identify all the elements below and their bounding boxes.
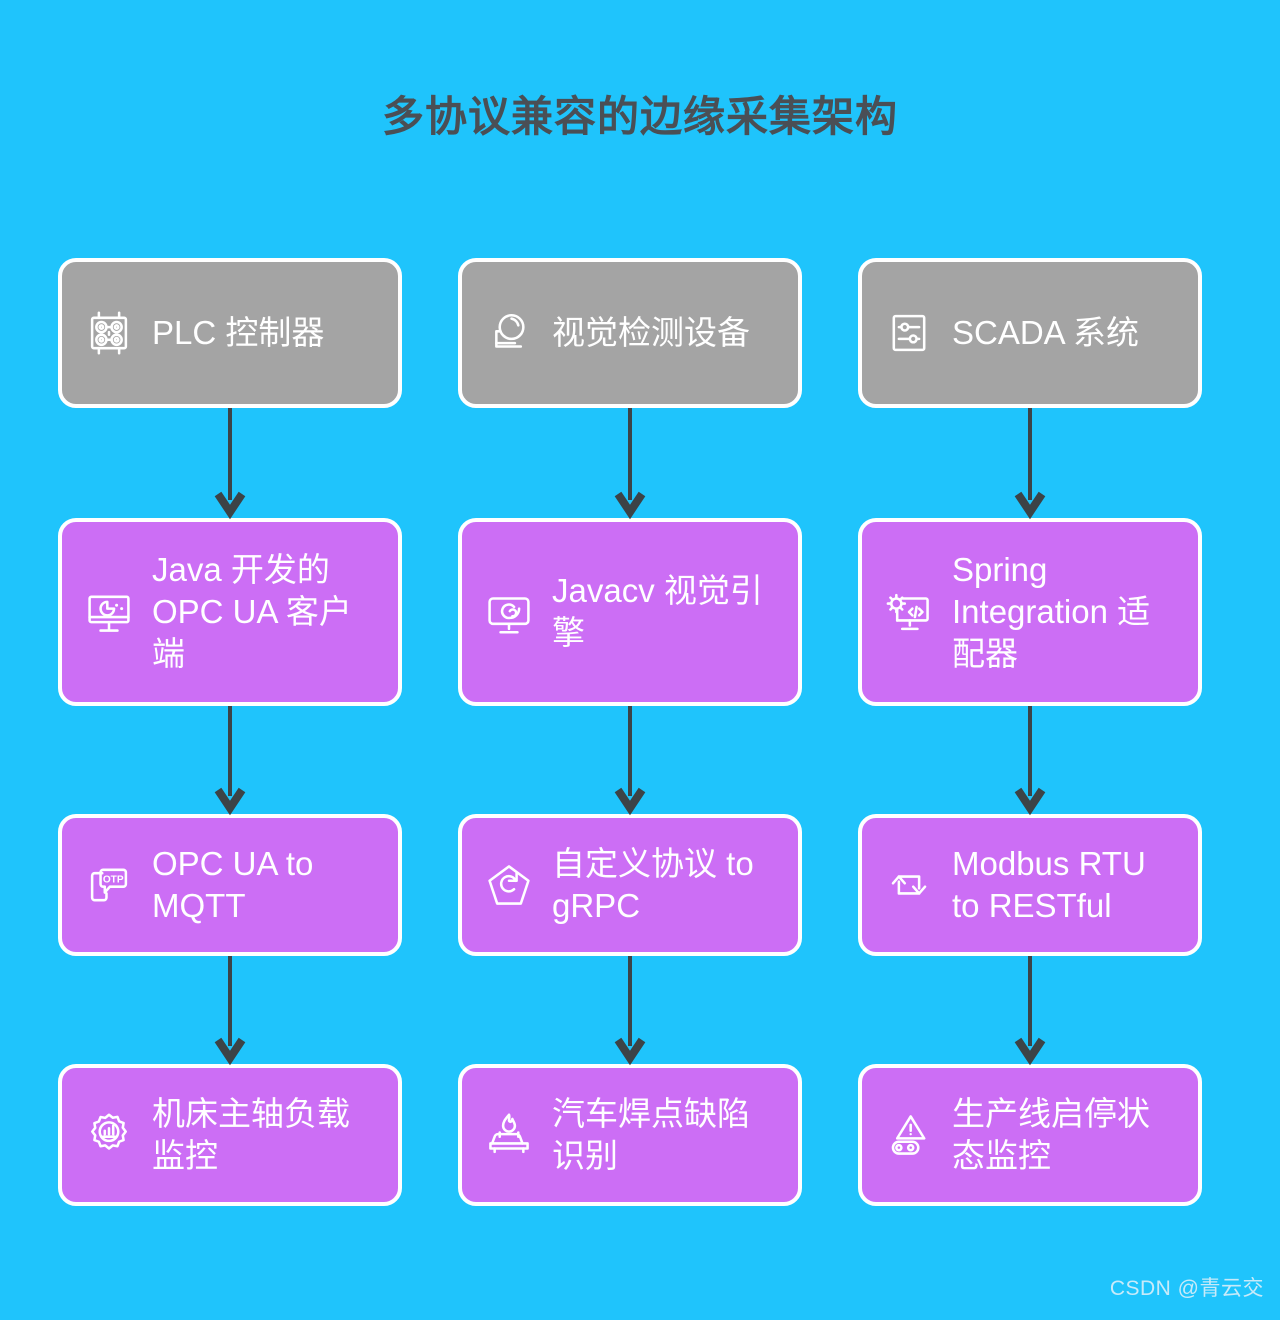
monitor-gear-code-icon (880, 583, 938, 641)
monitor-swirl-icon (480, 583, 538, 641)
node-label: 自定义协议 to gRPC (552, 845, 754, 924)
node-vision-inspection-device[interactable]: 视觉检测设备 (458, 258, 802, 408)
node-label: Javacv 视觉引擎 (552, 572, 763, 651)
connector-grpc-to-weld-defect (458, 956, 802, 1066)
node-label: 视觉检测设备 (552, 313, 750, 351)
plc-circuit-board-icon (80, 304, 138, 362)
phone-otp-message-icon: OTP (80, 856, 138, 914)
node-opcua-to-mqtt[interactable]: OTP OPC UA to MQTT (58, 814, 402, 956)
exchange-arrows-icon (880, 856, 938, 914)
node-label: SCADA 系统 (952, 313, 1140, 351)
node-modbus-rtu-to-restful[interactable]: Modbus RTU to RESTful (858, 814, 1202, 956)
node-plc-controller[interactable]: PLC 控制器 (58, 258, 402, 408)
connector-javacv-to-grpc (458, 706, 802, 816)
sliders-panel-icon (880, 304, 938, 362)
car-flame-icon (480, 1106, 538, 1164)
node-production-line-status-monitoring[interactable]: 生产线启停状态监控 (858, 1064, 1202, 1206)
node-javacv-vision-engine[interactable]: Javacv 视觉引擎 (458, 518, 802, 706)
csdn-watermark: CSDN @青云交 (1109, 1277, 1264, 1300)
node-java-opcua-client[interactable]: Java 开发的 OPC UA 客户端 (58, 518, 402, 706)
node-spindle-load-monitoring[interactable]: 机床主轴负载监控 (58, 1064, 402, 1206)
node-spring-integration-adapter[interactable]: Spring Integration 适配器 (858, 518, 1202, 706)
connector-scada-to-spring (858, 408, 1202, 520)
node-label: Spring Integration 适配器 (952, 551, 1151, 672)
flowchart-grid: PLC 控制器 视觉检测设备 (58, 258, 1222, 1206)
node-label: Modbus RTU to RESTful (952, 845, 1146, 924)
node-label: 机床主轴负载监控 (152, 1095, 350, 1174)
connector-spring-to-modbus (858, 706, 1202, 816)
connector-vision-to-javacv (458, 408, 802, 520)
camera-inspection-icon (480, 304, 538, 362)
page-title: 多协议兼容的边缘采集架构 (381, 93, 898, 140)
node-label: 生产线启停状态监控 (952, 1095, 1150, 1174)
connector-plc-to-opcua-client (58, 408, 402, 520)
gear-barchart-icon (80, 1106, 138, 1164)
pentagon-refresh-icon (480, 856, 538, 914)
node-label: OPC UA to MQTT (152, 845, 314, 924)
monitor-pie-icon (80, 583, 138, 641)
warning-conveyor-icon (880, 1106, 938, 1164)
connector-restful-to-line-status (858, 956, 1202, 1066)
node-custom-protocol-to-grpc[interactable]: 自定义协议 to gRPC (458, 814, 802, 956)
node-scada-system[interactable]: SCADA 系统 (858, 258, 1202, 408)
connector-mqtt-to-spindle-monitor (58, 956, 402, 1066)
svg-text:OTP: OTP (103, 874, 124, 885)
connector-opcua-client-to-mqtt (58, 706, 402, 816)
node-label: 汽车焊点缺陷识别 (552, 1095, 750, 1174)
node-auto-weld-defect-detection[interactable]: 汽车焊点缺陷识别 (458, 1064, 802, 1206)
node-label: Java 开发的 OPC UA 客户端 (152, 551, 352, 672)
node-label: PLC 控制器 (152, 313, 325, 351)
